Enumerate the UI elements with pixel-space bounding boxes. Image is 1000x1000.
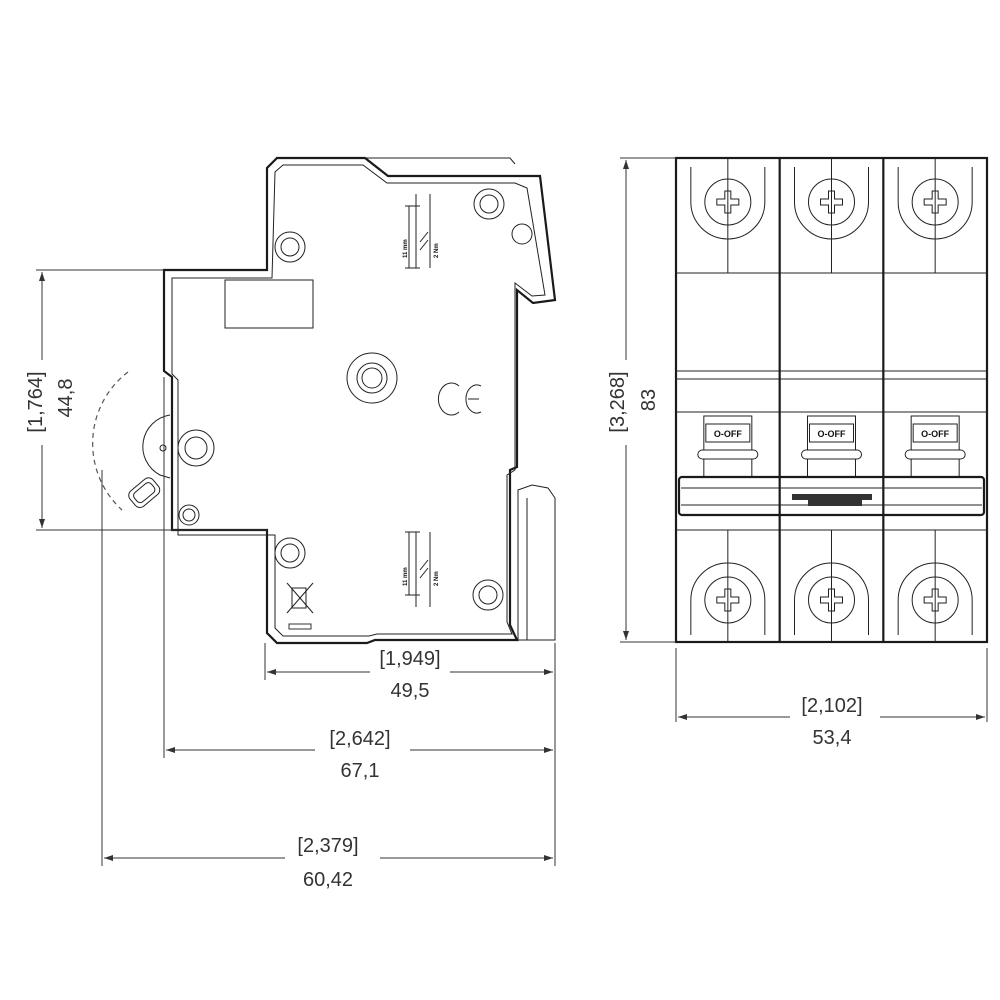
phillips-slot [923,190,947,214]
handle-label-frame [809,423,854,443]
terminal-screw-icon [897,167,973,240]
screw-head [808,178,855,226]
torque-label-top: 11 mm 2 Nm [403,194,440,269]
side-view-inner-outline [171,164,546,637]
terminal-hood [794,562,869,635]
dimension-mm: 60,42 [303,869,353,891]
handle-swing-arc [92,371,129,511]
screw-head [911,178,959,226]
wire-strip-length: 11 mm [403,567,409,586]
dimension-body-depth: [1,949] 49,5 [264,643,556,760]
dimension-total-height: [3,268] 83 [607,157,676,643]
dimension-mm: 67,1 [341,760,380,782]
toggle-handle: O-OFF [697,415,759,478]
handle-pivot [142,414,171,479]
label-window [224,279,314,329]
toggle-handle: O-OFF [801,415,862,478]
dimension-inch: [2,102] [801,695,862,717]
dimension-inch: [1,949] [379,648,440,670]
handle-collar [801,449,862,460]
dimension-handle-depth: [2,379] 60,42 [101,470,556,891]
phillips-slot [820,588,843,612]
terminal-hood [794,167,869,240]
screw-hole [274,537,306,569]
terminal-screw-icon [690,167,766,240]
screw-head [808,576,855,624]
terminal-screw-icon [794,562,869,635]
terminal-hood [897,167,973,240]
weee-crossed-bin-icon [286,582,314,630]
handle-tie-bar [677,475,986,517]
dimension-inch: [3,268] [607,371,629,432]
phillips-slot [923,588,947,612]
screw-head [704,178,752,226]
screw-head [704,576,752,624]
din-clip [517,484,556,641]
dimension-front-width: [2,102] 53,4 [675,648,988,749]
handle-label-frame [705,423,751,443]
dimension-clip-height: [1,764] 44,8 [25,269,267,531]
tightening-torque: 2 Nm [434,571,440,586]
terminal-screw-icon [794,167,869,240]
indicator-hole [511,223,533,245]
toggle-handle [128,477,161,508]
dimension-inch: [1,764] [25,371,47,432]
terminal-hood [690,167,766,240]
ce-mark-icon [437,382,482,416]
dimensions: [1,764] 44,8 [3,268] 83 [1,949] 49,5 [25,157,988,891]
front-view: O-OFF O-OFF O-OFF [674,156,989,644]
dimension-mm: 49,5 [391,680,430,702]
toggle-handle: O-OFF [904,415,966,478]
pole: O-OFF [690,158,766,642]
handle-label-frame [912,423,958,443]
handle-stem [910,458,960,478]
terminal-screw-icon [897,562,973,635]
terminal-screw-icon [690,562,766,635]
handle-collar [697,449,759,460]
handle-off-label: O-OFF [714,429,742,439]
screw-hole [473,188,505,220]
screw-head [911,576,959,624]
terminal-hood [897,562,973,635]
dimension-inch: [2,379] [297,835,358,857]
rivet-center [346,352,398,404]
dimension-inch: [2,642] [329,728,390,750]
dimension-mm: 44,8 [55,379,77,418]
handle-stem [703,458,753,478]
terminal-hood [690,562,766,635]
handle-off-label: O-OFF [921,429,949,439]
top-rim-line [365,157,516,165]
screw-hole [472,579,504,611]
pivot-hole [159,429,215,467]
phillips-slot [820,190,843,214]
dimension-mm: 53,4 [813,727,852,749]
tightening-torque: 2 Nm [434,243,440,258]
side-view: 11 mm 2 Nm 11 mm 2 Nm [92,156,557,645]
side-view-outline [162,156,557,645]
dimension-total-depth: [2,642] 67,1 [163,377,553,782]
small-hole [178,504,200,526]
torque-label-bottom: 11 mm 2 Nm [403,531,440,607]
pole: O-OFF [882,158,973,642]
handle-collar [904,449,966,460]
screw-hole [274,231,306,263]
dimension-mm: 83 [638,389,660,411]
tie-bar-grip [792,494,872,506]
phillips-slot [716,588,740,612]
wire-strip-length: 11 mm [403,239,409,258]
pole: O-OFF [778,158,869,642]
phillips-slot [716,190,740,214]
handle-stem [807,458,856,478]
handle-off-label: O-OFF [818,429,846,439]
